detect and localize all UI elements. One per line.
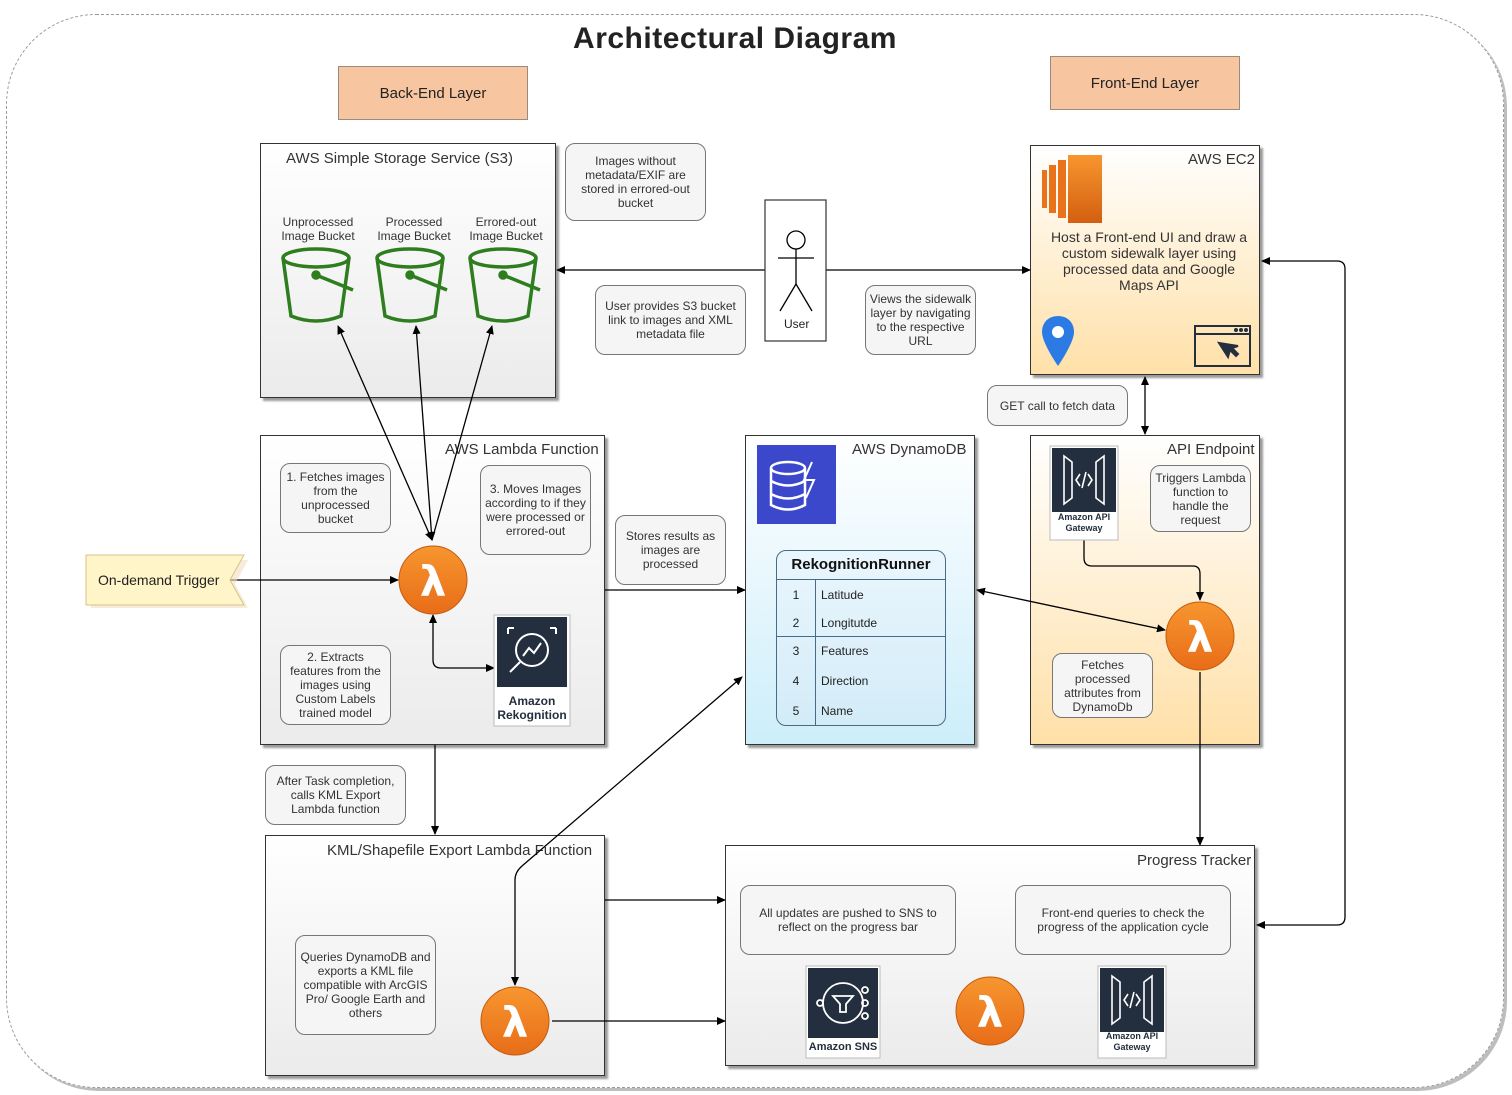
sns-icon xyxy=(805,965,881,1059)
dynamodb-icon xyxy=(757,445,836,524)
note-fetches-processed: Fetches processed attributes from Dynamo… xyxy=(1052,653,1153,718)
svg-text:λ: λ xyxy=(977,988,1004,1037)
trigger-flag-icon xyxy=(85,554,248,608)
api-endpoint-title: API Endpoint xyxy=(1167,441,1255,458)
note-errored-bucket: Images without metadata/EXIF are stored … xyxy=(565,143,706,221)
bucket-icon-errored xyxy=(468,247,541,323)
s3-panel-title: AWS Simple Storage Service (S3) xyxy=(286,150,514,167)
svg-text:λ: λ xyxy=(1187,613,1214,662)
svg-text:λ: λ xyxy=(502,998,529,1047)
note-after-task: After Task completion, calls KML Export … xyxy=(265,765,406,825)
ec2-progress-arrow xyxy=(1256,257,1346,929)
gateway-to-lambda-arrow xyxy=(1083,540,1204,601)
browser-window-icon xyxy=(1194,325,1251,367)
ec2-panel-title: AWS EC2 xyxy=(1188,151,1255,168)
note-stores-results: Stores results as images are processed xyxy=(615,515,726,585)
note-triggers-lambda: Triggers Lambda function to handle the r… xyxy=(1150,465,1251,532)
lambda-icon-progress: λ xyxy=(955,976,1025,1046)
note-user-provides: User provides S3 bucket link to images a… xyxy=(595,285,746,355)
table-title: RekognitionRunner xyxy=(777,551,945,580)
note-all-updates: All updates are pushed to SNS to reflect… xyxy=(740,885,956,955)
lambda-bucket3-arrow xyxy=(431,325,494,541)
lambda-icon-kml: λ xyxy=(480,986,550,1056)
lambda-icon-api: λ xyxy=(1165,601,1235,671)
front-end-layer-label: Front-End Layer xyxy=(1050,56,1240,110)
dynamodb-api-lambda-arrow xyxy=(976,587,1166,633)
kml-dynamodb-arrow xyxy=(511,676,743,986)
lambda-panel-title: AWS Lambda Function xyxy=(445,441,599,458)
trigger-label: On-demand Trigger xyxy=(98,572,220,588)
note-frontend-queries: Front-end queries to check the progress … xyxy=(1015,885,1231,955)
rekognition-icon xyxy=(493,614,571,727)
svg-text:λ: λ xyxy=(420,557,447,606)
note-moves-images: 3. Moves Images according to if they wer… xyxy=(480,465,591,555)
api-gateway-icon xyxy=(1049,445,1119,541)
note-fetches-images: 1. Fetches images from the unprocessed b… xyxy=(280,463,391,533)
user-label: User xyxy=(784,317,810,331)
note-extracts-features: 2. Extracts features from the images usi… xyxy=(280,645,391,725)
ec2-icon xyxy=(1042,155,1102,223)
bucket-icon-unprocessed xyxy=(281,247,354,323)
api-gateway-icon-progress xyxy=(1097,965,1167,1059)
user-actor-icon xyxy=(764,199,827,342)
progress-tracker-title: Progress Tracker xyxy=(1137,852,1252,869)
diagram-frame xyxy=(6,14,1504,1088)
sns-label: Amazon SNS xyxy=(808,1041,878,1053)
back-end-layer-label: Back-End Layer xyxy=(338,66,528,120)
map-pin-icon xyxy=(1042,316,1074,366)
lambda-bucket2-arrow xyxy=(412,325,436,541)
diagram-title: Architectural Diagram xyxy=(573,22,897,55)
lambda-icon-main: λ xyxy=(398,545,468,615)
dynamodb-panel-title: AWS DynamoDB xyxy=(852,441,967,458)
bucket-icon-processed xyxy=(375,247,448,323)
note-queries-dynamodb: Queries DynamoDB and exports a KML file … xyxy=(295,935,436,1035)
note-views-sidewalk: Views the sidewalk layer by navigating t… xyxy=(865,285,976,355)
ec2-description: Host a Front-end UI and draw a custom si… xyxy=(1050,229,1248,293)
note-get-call: GET call to fetch data xyxy=(987,385,1128,426)
lambda-rekognition-arrow xyxy=(429,614,495,672)
